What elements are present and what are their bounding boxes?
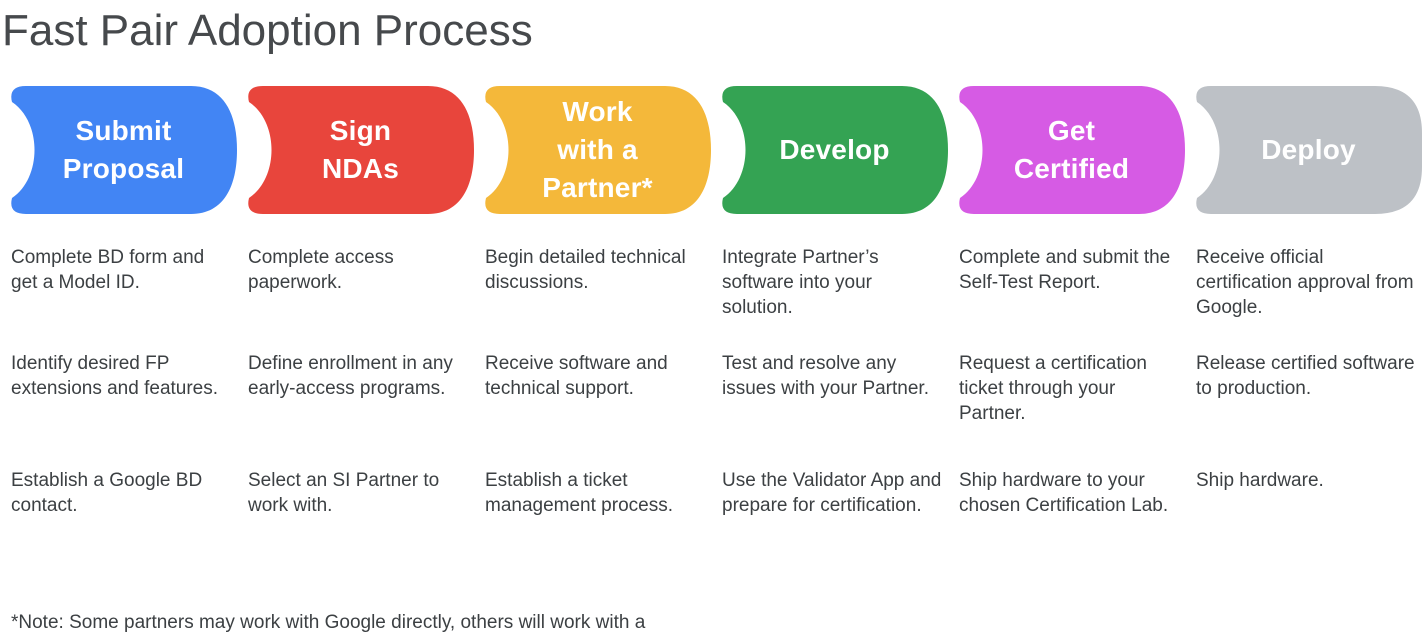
step-text: Begin detailed technical discussions.	[485, 247, 686, 293]
stage-banner-shape	[1196, 86, 1422, 214]
step-text: Request a certification ticket through y…	[959, 353, 1147, 424]
step-text: Complete and submit the Self-Test Report…	[959, 247, 1171, 293]
stage-banner-shape	[11, 86, 237, 214]
stage-banner-shape	[722, 86, 948, 214]
page-title: Fast Pair Adoption Process	[2, 6, 533, 55]
footnote: *Note: Some partners may work with Googl…	[11, 612, 646, 632]
step-text: Test and resolve any issues with your Pa…	[722, 353, 929, 399]
step-text: Identify desired FP extensions and featu…	[11, 353, 219, 399]
steps-column-deploy: Receive official certification approval …	[1185, 245, 1422, 574]
steps-column-develop: Integrate Partner’s software into your s…	[711, 245, 948, 574]
steps-grid: Complete BD form and get a Model ID. Iden…	[0, 245, 1422, 574]
step-text: Integrate Partner’s software into your s…	[722, 247, 879, 318]
stage-label-line: Work	[562, 96, 633, 127]
step-text: Complete access paperwork.	[248, 247, 394, 293]
stage-banner-shape	[485, 86, 711, 214]
step-text: Define enrollment in any early-access pr…	[248, 353, 453, 399]
stage-banner-work-with-a-partner: Work with a Partner*	[474, 86, 711, 214]
steps-column-work-with-a-partner: Begin detailed technical discussions. Rec…	[474, 245, 711, 574]
stage-banner-develop: Develop	[711, 86, 948, 214]
stage-label-line: Partner*	[542, 172, 653, 203]
stage-label-line: Certified	[1013, 153, 1130, 184]
stage-banner-shape	[248, 86, 474, 214]
step-text: Receive official certification approval …	[1196, 247, 1414, 318]
stage-banner-shape	[959, 86, 1185, 214]
steps-column-submit-proposal: Complete BD form and get a Model ID. Iden…	[0, 245, 237, 574]
stage-label-line: Sign	[329, 115, 392, 146]
step-text: Establish a Google BD contact.	[11, 470, 203, 516]
stage-label-line: Submit	[75, 115, 172, 146]
stage-label-line: NDAs	[321, 153, 400, 184]
step-text: Receive software and technical support.	[485, 353, 668, 399]
step-text: Release certified software to production…	[1196, 353, 1415, 399]
step-text: Establish a ticket management process.	[485, 470, 673, 516]
stage-banner-label: Work with a Partner*	[488, 86, 707, 214]
stage-banner-label: Develop	[725, 86, 944, 214]
stage-label-line: Develop	[779, 134, 890, 165]
steps-column-get-certified: Complete and submit the Self-Test Report…	[948, 245, 1185, 574]
stage-label-line: Deploy	[1261, 134, 1356, 165]
stage-label-line: with a	[557, 134, 638, 165]
stage-banner-deploy: Deploy	[1185, 86, 1422, 214]
stage-label-line: Proposal	[62, 153, 185, 184]
step-text: Ship hardware.	[1196, 470, 1324, 491]
step-text: Ship hardware to your chosen Certificati…	[959, 470, 1169, 516]
step-text: Select an SI Partner to work with.	[248, 470, 440, 516]
stage-label-line: Get	[1047, 115, 1096, 146]
step-text: Complete BD form and get a Model ID.	[11, 247, 205, 293]
step-text: Use the Validator App and prepare for ce…	[722, 470, 942, 516]
stage-banner-label: Deploy	[1199, 86, 1418, 214]
steps-column-sign-ndas: Complete access paperwork. Define enrollm…	[237, 245, 474, 574]
